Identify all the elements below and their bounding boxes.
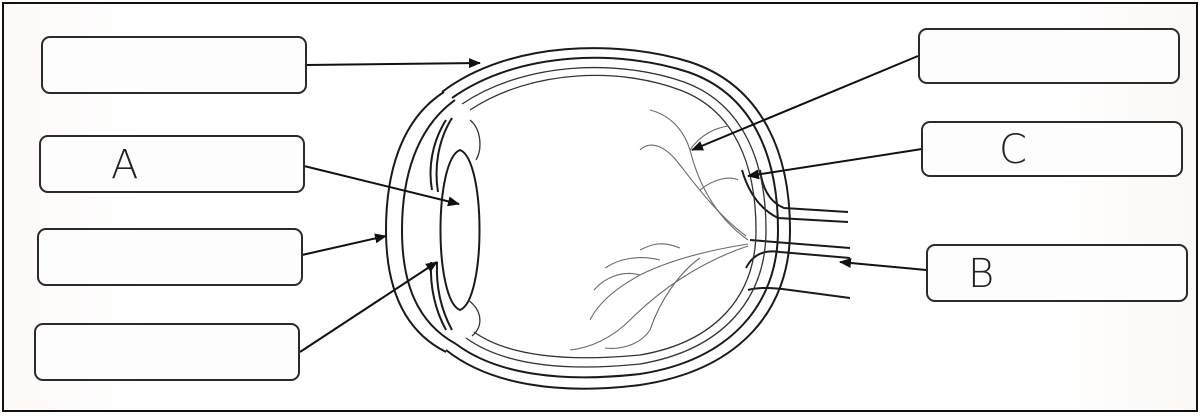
label-box-right-3[interactable]: B [926,244,1188,302]
arrow-right-3 [840,262,926,270]
arrow-left-1 [306,63,480,65]
arrow-left-4 [300,262,437,352]
pointer-arrows [300,56,926,352]
arrow-right-1 [692,56,918,150]
arrow-left-3 [302,236,386,255]
label-text: B [968,254,994,294]
label-box-left-2[interactable]: A [39,135,305,193]
label-box-right-2[interactable]: C [921,121,1183,177]
eyeball [386,48,790,389]
label-box-left-1[interactable] [41,36,307,94]
label-text: C [999,130,1027,170]
label-box-right-1[interactable] [918,28,1180,84]
label-box-left-4[interactable] [34,323,300,381]
label-text: A [111,145,138,185]
blood-vessels [570,110,748,350]
arrow-right-2 [748,149,922,176]
label-box-left-3[interactable] [37,228,303,286]
